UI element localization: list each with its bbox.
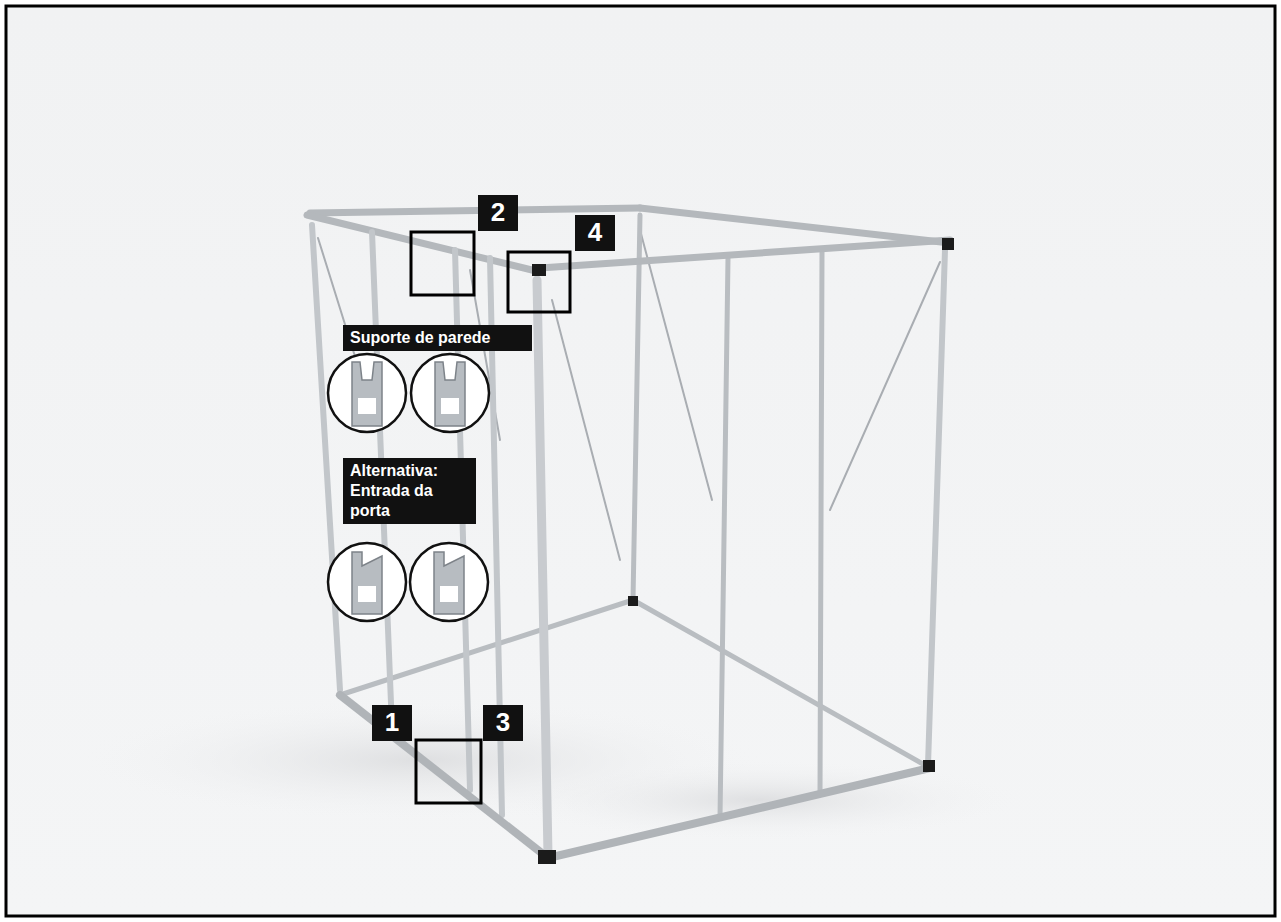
callout-number: 2 [478, 195, 518, 231]
frame-border [6, 6, 1275, 916]
callout-number: 3 [483, 705, 523, 741]
frame-lines [307, 208, 954, 864]
floor-shadow [500, 760, 1020, 840]
part-name-tag: Alternativa: Entrada da porta [343, 458, 476, 524]
callout-number: 4 [575, 215, 615, 251]
part-name-tag: Suporte de parede [343, 325, 532, 351]
callout-number: 1 [372, 705, 412, 741]
profile-detail-circles [328, 354, 489, 621]
